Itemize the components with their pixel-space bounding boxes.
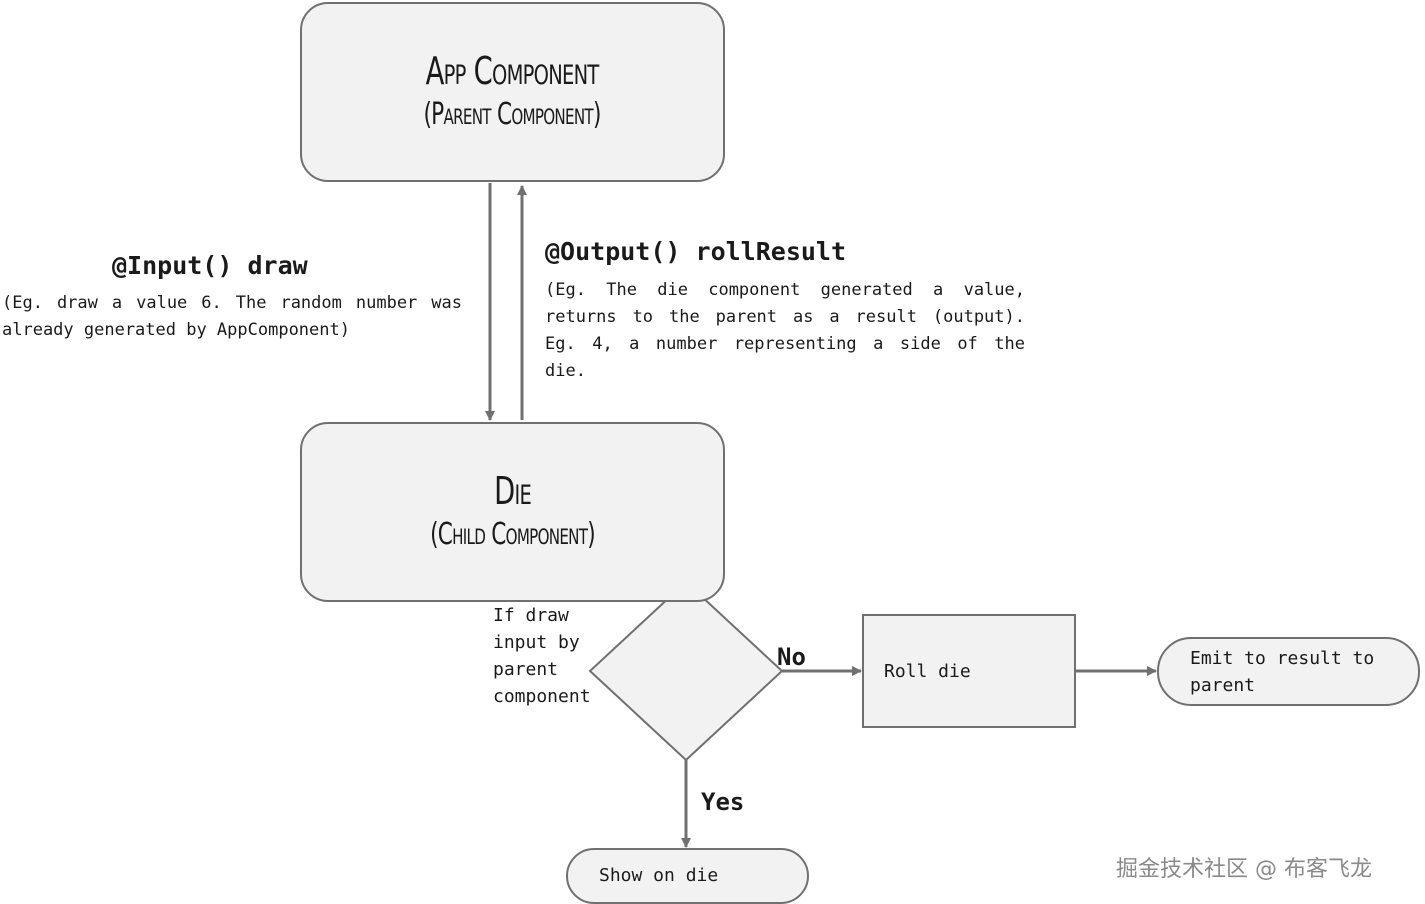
- output-label-heading: @Output() rollResult: [545, 237, 847, 266]
- no-edge-label: No: [777, 643, 806, 671]
- decision-text: If draw input by parent component: [493, 605, 591, 707]
- parent-component-box: App Component (Parent Component): [300, 2, 725, 182]
- emit-terminal-text: Emit to result to parent: [1190, 648, 1375, 696]
- decision-diamond: [588, 580, 784, 762]
- child-component-subtitle: (Child Component): [430, 517, 596, 552]
- input-label-description: (Eg. draw a value 6. The random number w…: [2, 293, 462, 340]
- parent-component-subtitle: (Parent Component): [423, 97, 602, 132]
- yes-edge-label: Yes: [701, 788, 745, 816]
- roll-die-text: Roll die: [884, 661, 971, 682]
- roll-die-box: [862, 614, 1076, 728]
- emit-terminal-shape: [1157, 637, 1420, 706]
- output-label-description: (Eg. The die component generated a value…: [545, 280, 1025, 381]
- child-component-box: Die (Child Component): [300, 422, 725, 602]
- watermark: 掘金技术社区 @ 布客飞龙: [1116, 857, 1372, 882]
- parent-component-title: App Component: [426, 49, 600, 93]
- input-label-heading: @Input() draw: [112, 251, 308, 280]
- child-component-title: Die: [494, 469, 532, 513]
- show-terminal-shape: [566, 848, 809, 904]
- show-terminal-text: Show on die: [599, 865, 719, 886]
